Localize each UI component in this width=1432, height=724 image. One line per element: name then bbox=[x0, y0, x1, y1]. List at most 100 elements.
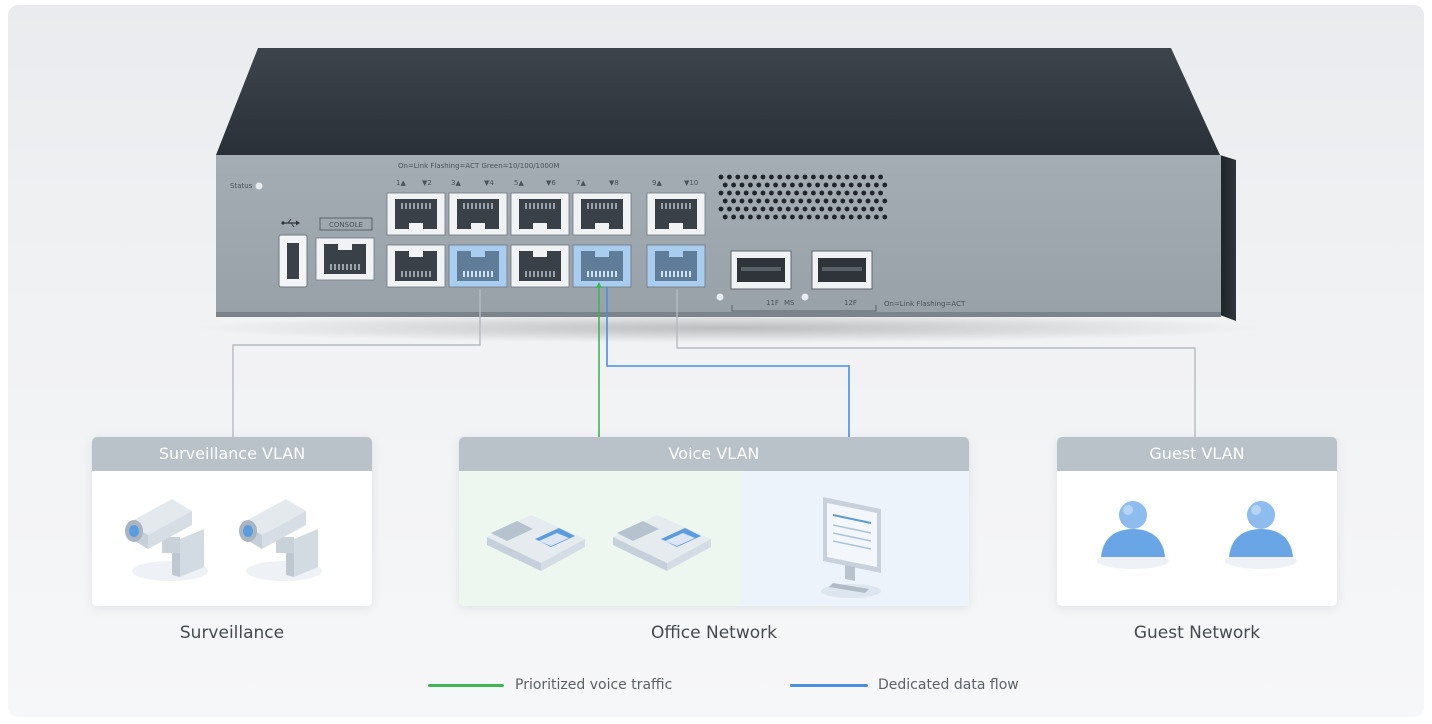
sfp-bracket bbox=[731, 305, 877, 312]
surveillance-devices bbox=[92, 471, 372, 606]
legend-data-line bbox=[790, 684, 868, 687]
switch-device: Status CONSOLE On=Link Flashing=ACT Gree… bbox=[216, 48, 1236, 321]
vent-hole bbox=[798, 214, 804, 220]
ip-phone-icon bbox=[613, 515, 711, 571]
vent-hole bbox=[735, 206, 741, 212]
surveillance-caption: Surveillance bbox=[179, 623, 285, 643]
vent-hole bbox=[756, 198, 762, 204]
ethernet-port-3 bbox=[448, 192, 508, 236]
vent-hole bbox=[874, 214, 879, 220]
sfp-label-12: 12F bbox=[844, 299, 857, 307]
vent-hole bbox=[802, 206, 808, 212]
port-label: ▼2 bbox=[422, 179, 432, 187]
vent-hole bbox=[827, 174, 833, 180]
vent-hole bbox=[773, 182, 778, 188]
vent-hole bbox=[811, 206, 816, 212]
vent-hole bbox=[785, 174, 791, 180]
vent-grille bbox=[718, 174, 888, 220]
vent-hole bbox=[874, 182, 879, 188]
sfp-label-11: 11F bbox=[766, 299, 779, 307]
port-label: ▼4 bbox=[484, 179, 494, 187]
vent-hole bbox=[794, 206, 799, 212]
vent-hole bbox=[731, 198, 736, 204]
vent-hole bbox=[781, 198, 787, 204]
vent-hole bbox=[781, 182, 787, 188]
device-shadow bbox=[188, 313, 1268, 343]
vent-hole bbox=[857, 214, 862, 220]
office-network-caption: Office Network bbox=[650, 623, 777, 643]
console-label-box bbox=[319, 217, 373, 231]
console-label: CONSOLE bbox=[329, 221, 363, 229]
guest-devices bbox=[1057, 471, 1337, 606]
vent-hole bbox=[748, 214, 753, 220]
vent-hole bbox=[798, 198, 804, 204]
ethernet-port-2 bbox=[386, 244, 446, 288]
vent-hole bbox=[739, 198, 745, 204]
switch-bottom-edge bbox=[216, 312, 1221, 317]
vent-hole bbox=[861, 206, 867, 212]
vent-hole bbox=[752, 174, 757, 180]
legend-voice-label: Prioritized voice traffic bbox=[515, 677, 673, 693]
vent-hole bbox=[802, 190, 808, 196]
vent-hole bbox=[869, 190, 875, 196]
vent-hole bbox=[827, 206, 833, 212]
vent-hole bbox=[794, 190, 799, 196]
vent-hole bbox=[832, 182, 837, 188]
vent-hole bbox=[874, 198, 879, 204]
port-label: ▼8 bbox=[609, 179, 619, 187]
vent-hole bbox=[794, 174, 799, 180]
data-flow-link bbox=[606, 287, 850, 437]
security-camera-icon bbox=[125, 499, 208, 581]
sfp-port-12 bbox=[811, 250, 873, 290]
legend-data-label: Dedicated data flow bbox=[878, 677, 1019, 693]
ethernet-port-5 bbox=[510, 192, 570, 236]
vent-hole bbox=[743, 206, 749, 212]
vent-hole bbox=[861, 174, 867, 180]
vent-hole bbox=[760, 174, 766, 180]
vent-hole bbox=[777, 174, 783, 180]
guest-vlan-header: Guest VLAN bbox=[1057, 437, 1337, 471]
vent-hole bbox=[823, 198, 829, 204]
vent-hole bbox=[802, 174, 808, 180]
port-label: ▼10 bbox=[684, 179, 698, 187]
vent-hole bbox=[727, 190, 732, 196]
surveillance-vlan-card: Surveillance VLAN bbox=[92, 437, 372, 606]
vent-hole bbox=[819, 174, 825, 180]
port-label: 9▲ bbox=[652, 179, 662, 187]
guest-vlan-card: Guest VLAN bbox=[1057, 437, 1337, 606]
vent-hole bbox=[853, 206, 858, 212]
vent-hole bbox=[731, 214, 736, 220]
vent-hole bbox=[718, 190, 724, 196]
ethernet-port-4 bbox=[448, 244, 508, 288]
vent-hole bbox=[769, 206, 774, 212]
sfp-legend: On=Link Flashing=ACT bbox=[884, 300, 966, 308]
vent-hole bbox=[769, 174, 774, 180]
vent-hole bbox=[840, 214, 846, 220]
vent-hole bbox=[865, 182, 871, 188]
port-label: 3▲ bbox=[451, 179, 461, 187]
vent-hole bbox=[848, 214, 854, 220]
vent-hole bbox=[882, 182, 888, 188]
vent-hole bbox=[790, 182, 795, 188]
vent-hole bbox=[764, 198, 770, 204]
vent-hole bbox=[857, 182, 862, 188]
vent-hole bbox=[748, 198, 753, 204]
camera-icons bbox=[125, 499, 322, 581]
vent-hole bbox=[781, 214, 787, 220]
vent-hole bbox=[840, 198, 846, 204]
vent-hole bbox=[764, 182, 770, 188]
user-icon bbox=[1097, 501, 1169, 569]
port-label: 1▲ bbox=[396, 179, 406, 187]
vent-hole bbox=[836, 174, 841, 180]
port-label: 5▲ bbox=[514, 179, 524, 187]
sfp-label-ms: MS bbox=[784, 299, 795, 307]
vent-hole bbox=[836, 190, 841, 196]
vent-hole bbox=[798, 182, 804, 188]
vent-hole bbox=[853, 190, 858, 196]
vent-hole bbox=[840, 182, 846, 188]
vent-hole bbox=[727, 206, 732, 212]
vent-hole bbox=[811, 190, 816, 196]
vent-hole bbox=[773, 198, 778, 204]
status-led bbox=[255, 182, 263, 190]
vent-hole bbox=[865, 198, 871, 204]
